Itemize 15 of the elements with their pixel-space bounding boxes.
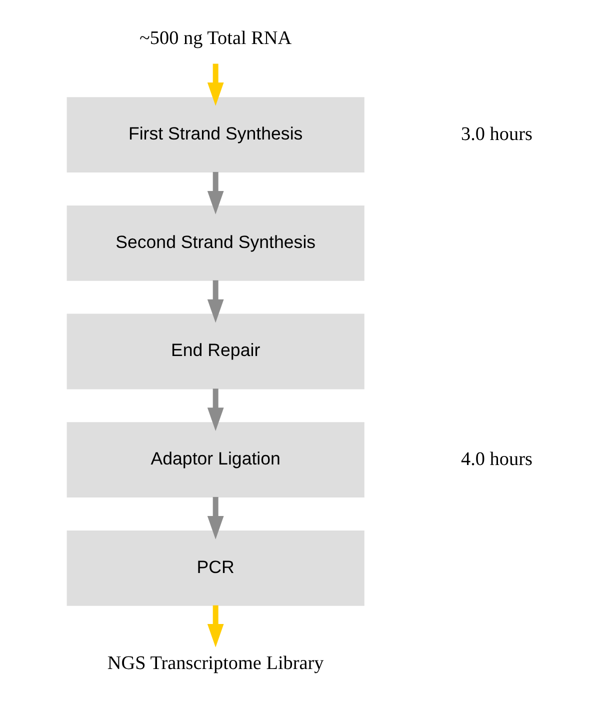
arrow xyxy=(206,64,224,106)
node-box: First Strand Synthesis xyxy=(66,97,364,173)
label: 4.0 hours xyxy=(460,448,532,470)
label: 3.0 hours xyxy=(460,124,532,145)
arrow xyxy=(206,388,224,432)
arrow xyxy=(206,172,224,214)
node-box: Adaptor Ligation xyxy=(66,422,364,498)
node-box: Second Strand Synthesis xyxy=(66,205,364,281)
node-box: PCR xyxy=(66,530,364,606)
node-box: End Repair xyxy=(66,314,364,390)
node-text: ~500 ng Total RNA xyxy=(139,28,292,49)
node-text: NGS Transcriptome Library xyxy=(106,653,324,674)
arrow xyxy=(206,280,224,323)
arrow xyxy=(206,605,224,648)
arrow xyxy=(206,496,224,540)
